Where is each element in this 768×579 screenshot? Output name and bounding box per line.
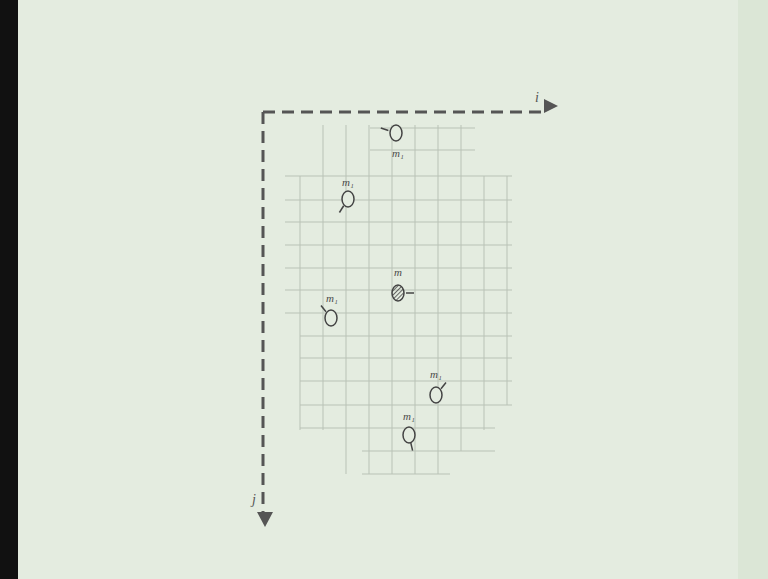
grid-line <box>300 336 512 337</box>
mass-label: m₁ <box>392 148 404 159</box>
grid-line <box>285 176 512 177</box>
mass-label: m₁ <box>403 411 415 422</box>
grid-line <box>392 125 393 474</box>
axis-line <box>262 112 265 512</box>
grid-line <box>438 125 439 474</box>
axis-label: j <box>252 493 256 507</box>
grid-line <box>300 358 512 359</box>
mass-label: m₁ <box>326 293 338 304</box>
grid-line <box>300 405 512 406</box>
spin-tick <box>381 128 389 131</box>
grid-line <box>507 176 508 405</box>
arrowhead <box>544 99 558 113</box>
spin-site <box>390 125 402 141</box>
grid-line <box>415 125 416 474</box>
spin-tick <box>441 383 446 389</box>
grid-line <box>300 428 495 429</box>
spin-site <box>325 310 337 326</box>
spin-site <box>430 387 442 403</box>
mass-label: m₁ <box>430 369 442 380</box>
grid-line <box>484 176 485 430</box>
grid-line <box>285 313 512 314</box>
grid-line <box>362 451 495 452</box>
grid-line <box>369 125 370 474</box>
mass-label: m <box>394 267 402 278</box>
grid-line <box>300 176 301 430</box>
spin-tick <box>411 443 413 451</box>
spin-tick <box>321 306 326 312</box>
mass-label: m₁ <box>342 177 354 188</box>
spin-site <box>392 285 404 301</box>
frame-edge <box>0 0 18 579</box>
spin-tick <box>406 292 414 294</box>
arrowhead <box>257 512 273 527</box>
grid-line <box>285 200 512 201</box>
axis-line <box>263 111 545 114</box>
axis-label: i <box>535 91 539 105</box>
grid-line <box>370 128 475 129</box>
grid-line <box>285 245 512 246</box>
grid-line <box>323 125 324 430</box>
spin-tick <box>339 206 343 213</box>
grid-line <box>362 474 450 475</box>
spin-site <box>342 191 354 207</box>
grid-line <box>461 125 462 451</box>
grid-line <box>370 150 475 151</box>
grid-line <box>300 381 512 382</box>
spin-site <box>403 427 415 443</box>
grid-line <box>285 222 512 223</box>
